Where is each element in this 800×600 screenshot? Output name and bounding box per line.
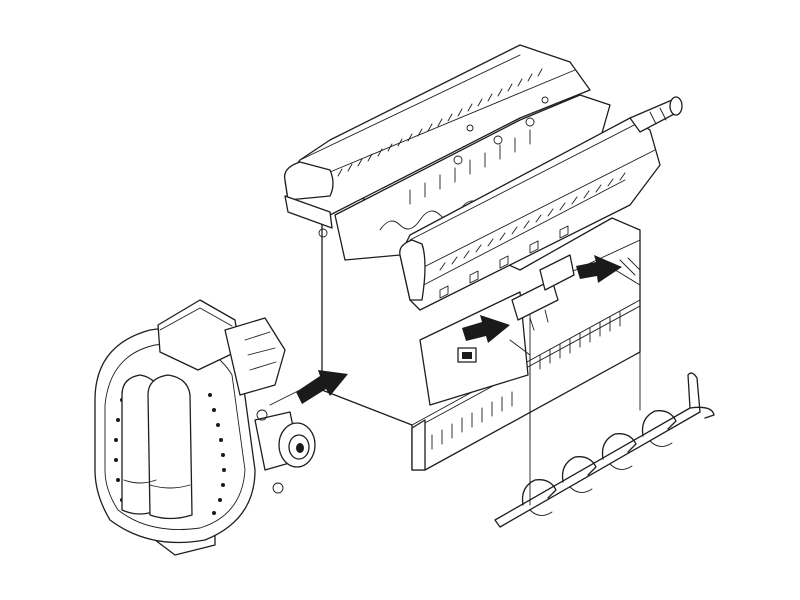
exhaust-manifold-icon (494, 372, 715, 528)
arrow-exhaust-port (576, 255, 622, 283)
fuel-pump (511, 279, 559, 321)
canister-right (147, 374, 193, 520)
arrow-supercharger-mount (296, 370, 348, 404)
valve-cover-ribs-left (337, 68, 543, 177)
engine-block-icon (283, 44, 683, 471)
leader-lines (269, 267, 641, 506)
valve-cover-ribs-right (439, 172, 626, 271)
assembly-arrow-icon (296, 255, 622, 404)
arrow-side-port (462, 315, 510, 343)
supercharger-icon (94, 299, 316, 556)
